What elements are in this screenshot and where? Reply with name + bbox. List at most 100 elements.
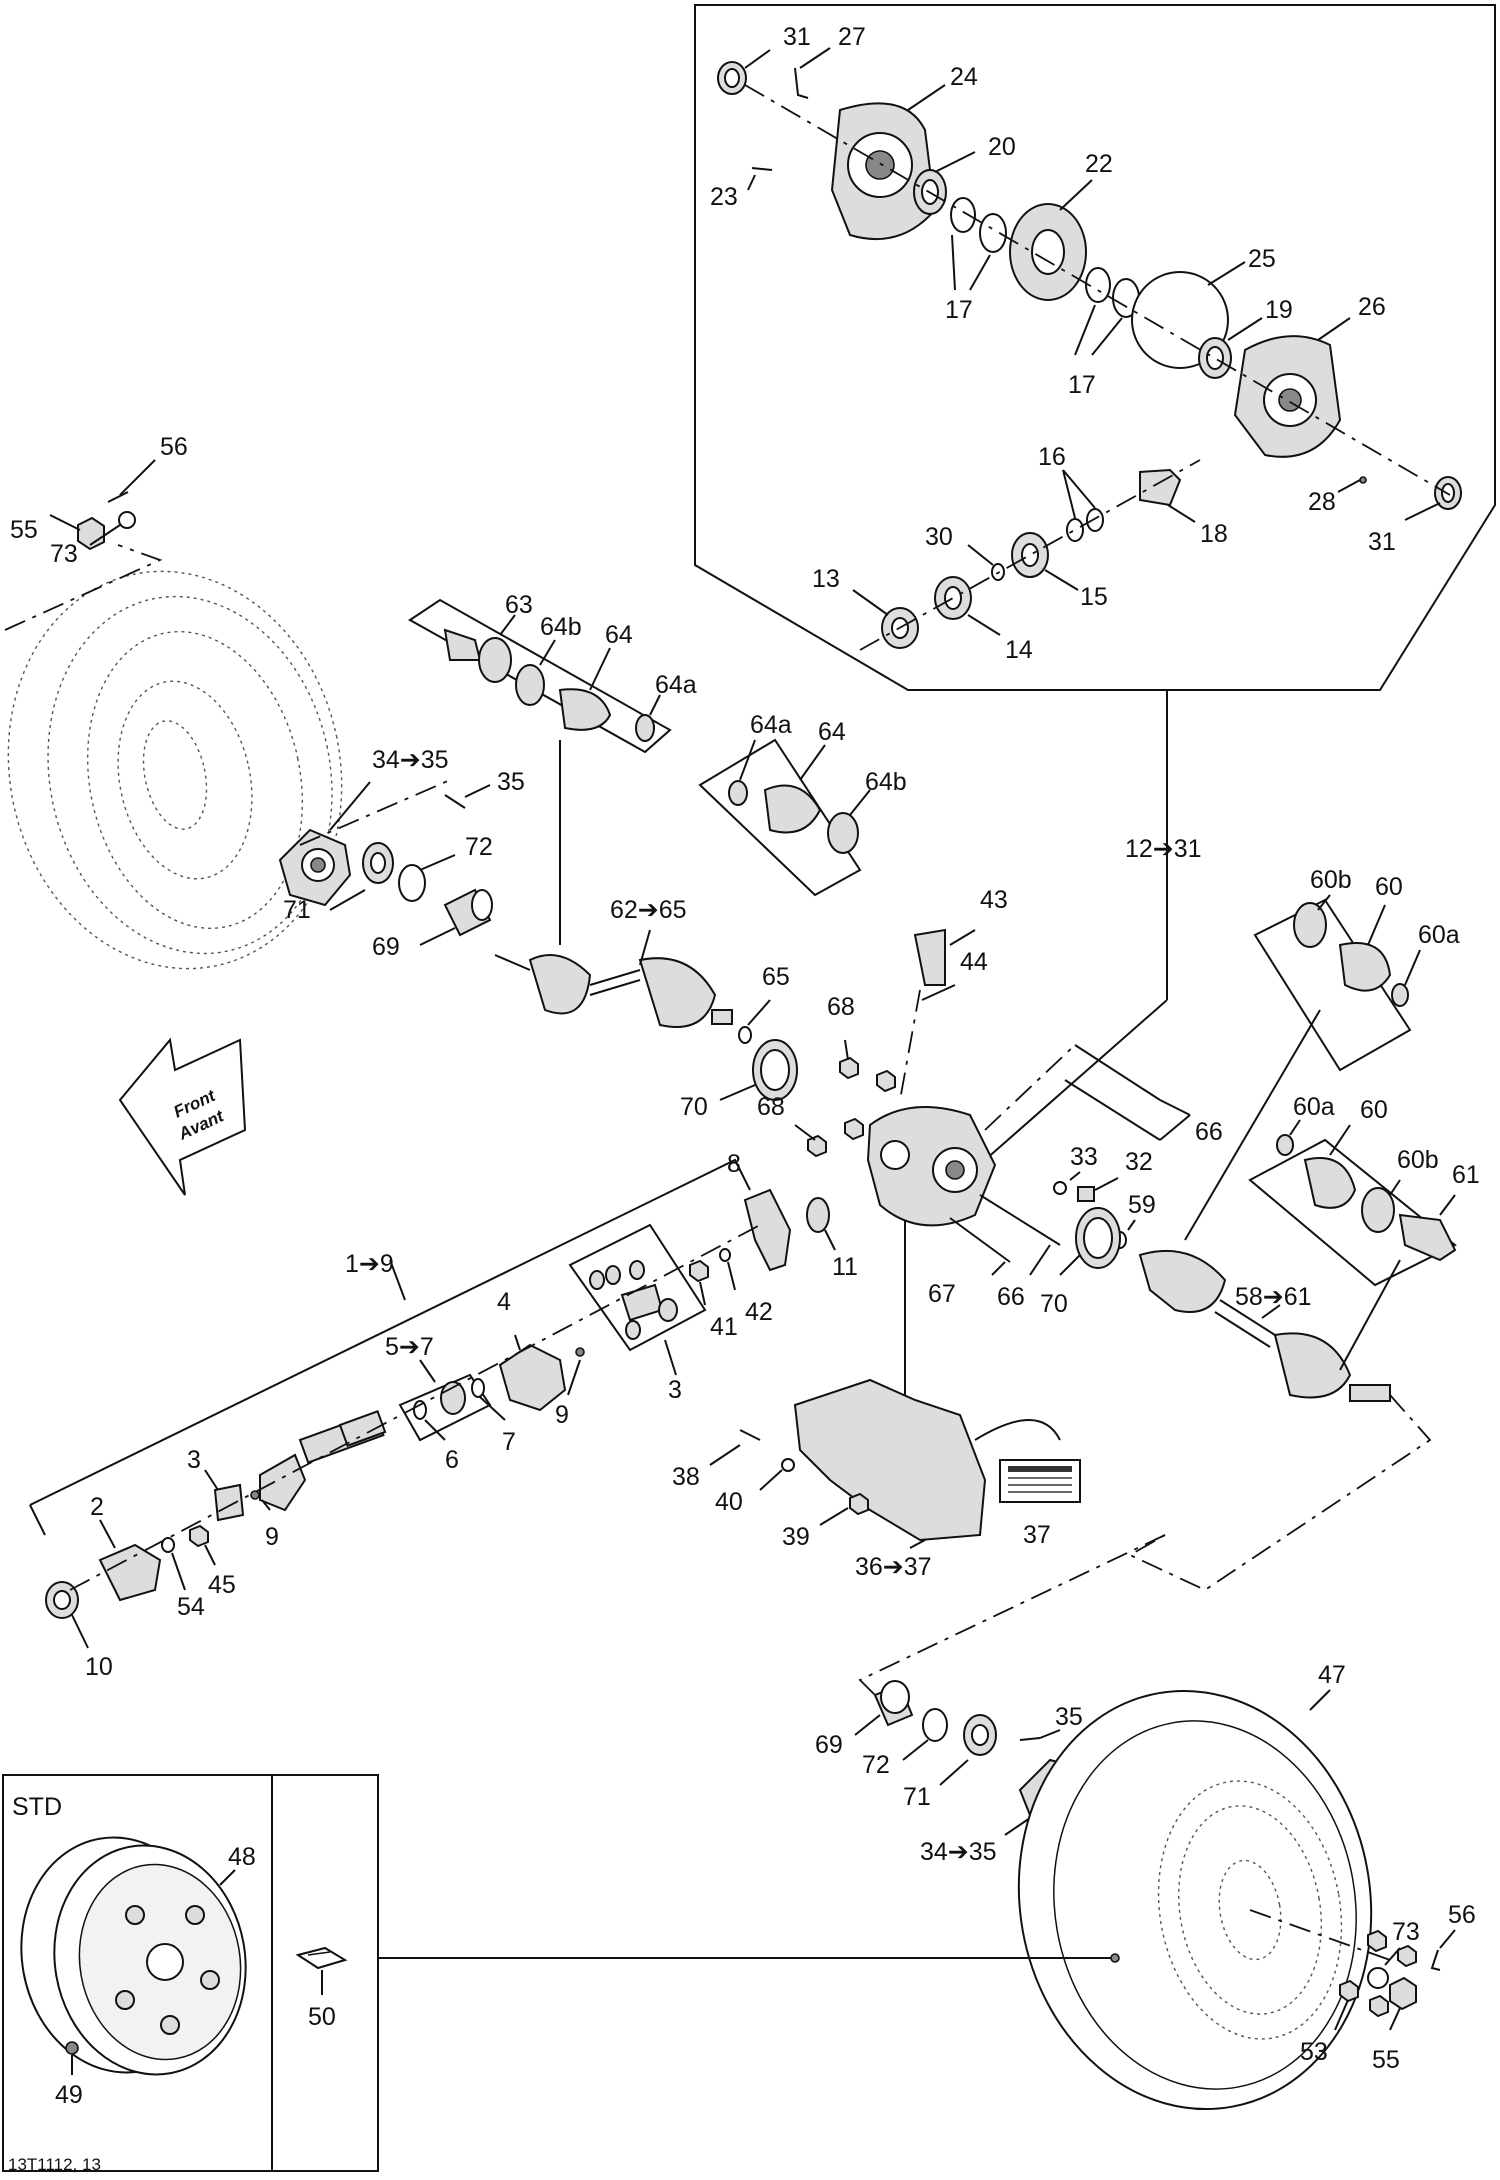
nut-55-right [1389,1976,1417,2011]
callout-48: 48 [228,1843,256,1871]
callout-18: 18 [1200,520,1228,548]
leader-36-37 [909,1539,926,1549]
leader-3b [204,1469,219,1491]
bolt-axis-66 [984,1044,1076,1131]
cover-24 [830,102,937,241]
bearing-15 [1011,532,1049,578]
callout-34-35: 34➔35 [920,1838,997,1866]
pinion-18 [1139,468,1182,507]
leader-70b [1059,1254,1081,1276]
callout-55: 55 [10,516,38,544]
leader-73a [89,524,121,546]
leader-5-7 [419,1359,436,1383]
cv-parts-upper-right [728,780,859,854]
bolt-23 [751,167,773,171]
ring-72-right [922,1708,948,1742]
right-wheel-axis [858,1534,1166,1701]
washer-73-left [118,511,136,529]
callout-68: 68 [757,1093,785,1121]
nut-39 [849,1492,869,1516]
leader-66a-1 [1159,1099,1191,1116]
nut-41 [689,1259,709,1283]
leader-31a [744,49,771,69]
leader-17a-1 [951,234,956,291]
callout-31: 31 [1368,528,1396,556]
yoke-2 [98,1543,162,1602]
left-wheel-axis [4,544,163,631]
leader-72a [419,854,456,871]
leader-39 [819,1507,849,1526]
callout-24: 24 [950,63,978,91]
leader-60ab [1289,1119,1301,1136]
callout-53: 53 [1300,2038,1328,2066]
leader-16-2 [1062,469,1096,509]
callout-17: 17 [945,296,973,324]
leader-60aa [1404,949,1421,986]
callout-60b: 60b [1397,1146,1439,1174]
leader-44 [921,984,956,1001]
callout-63: 63 [505,591,533,619]
bearing-19 [1198,337,1232,379]
wheel-nuts-53 [1339,1929,1417,2018]
leader-25 [1207,261,1246,286]
leader-40 [759,1469,783,1491]
leader-cv-right-upper [1184,1009,1321,1241]
callout-37: 37 [1023,1521,1051,1549]
grease-fitting-9a [575,1347,585,1357]
pin-27 [794,67,809,99]
callout-60b: 60b [1310,866,1352,894]
leader-19 [1227,317,1263,341]
leader-33 [1069,1171,1081,1181]
callout-40: 40 [715,1488,743,1516]
leader-17b-2 [1091,317,1123,356]
callout-10: 10 [85,1653,113,1681]
decal-arrow [974,1419,1061,1441]
washer-33 [1053,1181,1067,1195]
cv-parts-upper-left [443,628,655,742]
leader-54 [171,1552,186,1591]
rear-differential-housing [866,1106,997,1227]
leader-30 [967,544,994,566]
bolt-66a [1074,1044,1161,1101]
leader-45 [204,1544,216,1566]
washer-40 [781,1458,795,1472]
guard-36 [793,1378,987,1542]
callout-66: 66 [997,1283,1025,1311]
callout-9: 9 [555,1401,569,1429]
leader-62-65 [639,929,651,966]
leader-38 [709,1444,741,1466]
right-shaft-axis [1128,1394,1432,1592]
nuts-68-upper [839,1056,896,1093]
callout-35: 35 [497,768,525,796]
leader-22 [1059,179,1093,211]
leader-47 [1309,1689,1331,1711]
leader-16-1 [1062,469,1076,519]
leader-59 [1127,1219,1136,1231]
valve-49 [65,2041,79,2055]
drive-shaft-1 [259,1410,387,1512]
callout-56: 56 [1448,1901,1476,1929]
leader-73b [1384,1947,1401,1966]
callout-60a: 60a [1293,1093,1335,1121]
leader-58-61 [1261,1304,1281,1319]
cv-parts-60-lower [1276,1134,1457,1262]
right-tire [1017,1689,1373,2111]
leader-64ab [739,739,756,781]
callout-41: 41 [710,1313,738,1341]
leader-10 [71,1614,89,1649]
callout-69: 69 [815,1731,843,1759]
leader-65 [747,999,771,1026]
leader-2 [99,1519,116,1549]
std-rim-inset-frame [2,1774,379,2172]
left-tire [7,570,343,970]
callout-26: 26 [1358,293,1386,321]
callout-43: 43 [980,886,1008,914]
seal-31-top [717,61,747,95]
callout-8: 8 [727,1150,741,1178]
leader-60b [1329,1124,1351,1156]
leader-9a [567,1359,581,1396]
bolt-38 [739,1429,761,1441]
callout-73: 73 [1392,1918,1420,1946]
seal-70-left [752,1039,798,1101]
cv-kit-box-lower-right-side [1248,1138,1457,1287]
